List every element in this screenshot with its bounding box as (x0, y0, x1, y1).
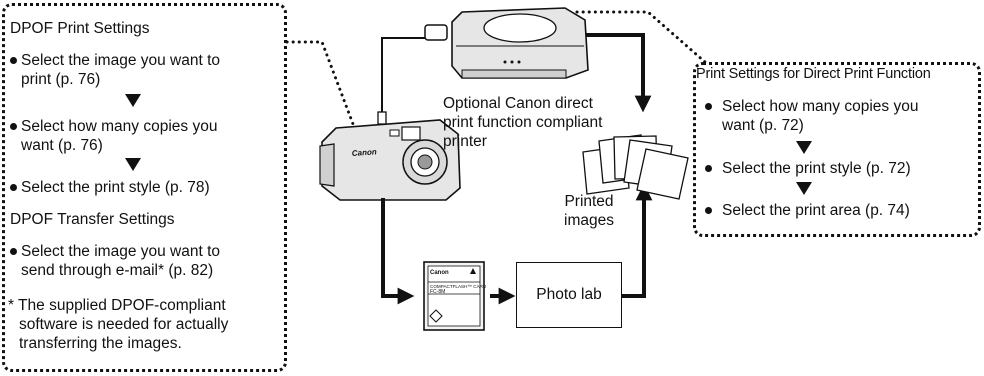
printed-images-caption: Printed images (558, 192, 620, 230)
bullet-icon (705, 207, 712, 214)
printer-caption: Optional Canon direct print function com… (443, 94, 602, 151)
line: want (p. 72) (722, 117, 804, 134)
printer-to-prints-arrow (586, 33, 652, 113)
line: Select the image you want to (21, 52, 221, 69)
bullet-icon (705, 165, 712, 172)
printed-photos-illustration (582, 134, 689, 200)
card-model-text: FC-8M (430, 289, 445, 295)
photo-lab-box: Photo lab (516, 262, 622, 328)
card-brand-text: Canon (430, 270, 449, 276)
right-step-select-style: Select the print style (p. 72) (705, 159, 911, 178)
down-triangle-icon (125, 94, 141, 107)
bullet-icon (10, 123, 17, 130)
line: software is needed for actually (19, 316, 229, 333)
right-callout-dotted-line (575, 10, 707, 64)
left-step-select-image: Select the image you want to print (p. 7… (10, 51, 220, 89)
printer-connector (424, 24, 448, 41)
photo-lab-label: Photo lab (536, 286, 602, 303)
line: Printed (564, 193, 614, 210)
direct-print-settings-panel (693, 62, 981, 237)
line: Select the print area (p. 74) (722, 202, 910, 219)
line: Select the print style (p. 78) (21, 179, 210, 196)
card-label-text: COMPACTFLASH™ CARD (430, 284, 487, 289)
line: Select the image you want to (21, 243, 221, 260)
right-step-select-copies: Select how many copies you want (p. 72) (705, 97, 918, 135)
line: Optional Canon direct (443, 95, 593, 112)
line: printer (443, 133, 487, 150)
bullet-icon (705, 103, 712, 110)
dpof-transfer-settings-heading: DPOF Transfer Settings (10, 211, 175, 228)
footnote: * The supplied DPOF-compliant software i… (8, 296, 228, 353)
direct-print-settings-heading: Print Settings for Direct Print Function (696, 66, 931, 82)
line: images (564, 212, 614, 229)
cable-plug (377, 111, 387, 125)
line: print (p. 76) (21, 71, 101, 88)
down-triangle-icon (796, 182, 812, 195)
line: Select the print style (p. 72) (722, 160, 911, 177)
down-triangle-icon (796, 141, 812, 154)
line: Select how many copies you (722, 98, 919, 115)
lab-to-prints-arrow (622, 183, 653, 298)
printer-illustration (451, 7, 589, 79)
line: * The supplied DPOF-compliant (8, 297, 226, 314)
dpof-print-settings-heading: DPOF Print Settings (10, 20, 150, 37)
left-step-select-copies: Select how many copies you want (p. 76) (10, 117, 217, 155)
left-step-transfer-image: Select the image you want to send throug… (10, 242, 220, 280)
bullet-icon (10, 184, 17, 191)
left-step-select-style: Select the print style (p. 78) (10, 178, 210, 197)
bullet-icon (10, 57, 17, 64)
camera-brand-text: Canon (352, 147, 378, 158)
line: transferring the images. (19, 335, 182, 352)
compactflash-card-illustration (423, 261, 485, 331)
line: send through e-mail* (p. 82) (21, 262, 214, 279)
bullet-icon (10, 248, 17, 255)
right-step-select-area: Select the print area (p. 74) (705, 201, 910, 220)
camera-illustration (319, 119, 461, 201)
down-triangle-icon (125, 158, 141, 171)
line: want (p. 76) (21, 137, 103, 154)
usb-cable (381, 30, 433, 126)
left-callout-dotted-line (285, 40, 358, 134)
dpof-settings-panel (2, 3, 287, 372)
line: print function compliant (443, 114, 603, 131)
camera-to-card-arrow (381, 198, 415, 305)
line: Select how many copies you (21, 118, 218, 135)
